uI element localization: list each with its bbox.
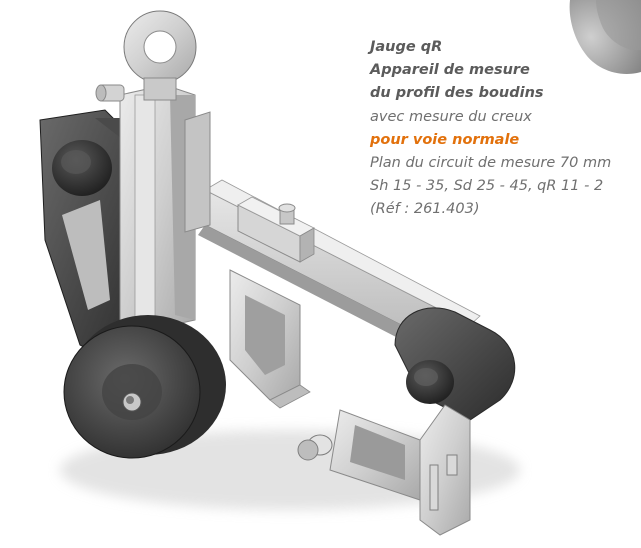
product-title: Jauge qR [370,39,443,55]
right-arm [297,307,516,536]
product-subtitle-2: du profil des boudins [370,85,544,102]
gauge-type-highlight: pour voie normale [370,131,520,148]
lower-bracket [229,269,311,409]
left-frame [39,109,180,361]
measuring-wheel [63,315,226,459]
clamp-block [237,196,315,263]
vertical-column [95,10,211,331]
measurement-ranges: Sh 15 - 35, Sd 25 - 45, qR 11 - 2 [370,178,604,195]
measuring-circuit-plane: Plan du circuit de mesure 70 mm [370,155,612,172]
product-feature: avec mesure du creux [370,108,532,125]
wheel-detail-photo [569,0,641,74]
product-subtitle: Appareil de mesure [370,62,530,79]
product-caption: Jauge qR Appareil de mesure du profil de… [370,36,641,222]
reference-number: (Réf : 261.403) [370,201,480,218]
